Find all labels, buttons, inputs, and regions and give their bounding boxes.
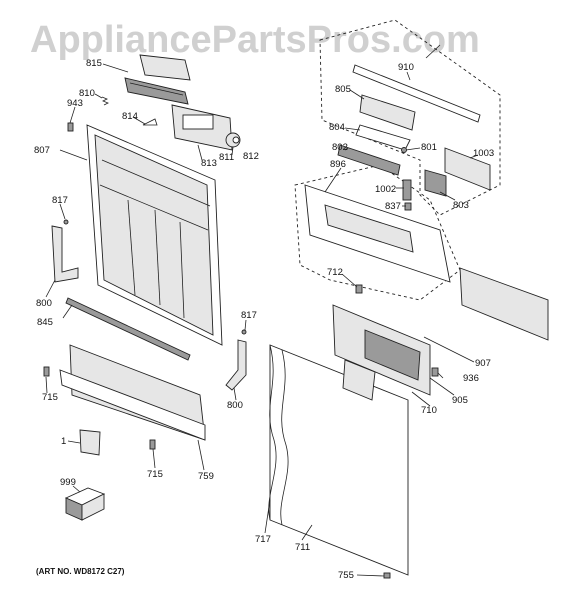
callout-1: 1 — [61, 436, 66, 447]
box-999 — [64, 487, 106, 521]
callout-labels: 815 810 943 814 807 813 811 812 817 800 … — [34, 58, 494, 581]
watermark-text: AppliancePartsPros.com — [30, 19, 480, 61]
screw-715-left — [43, 366, 50, 377]
interface-710 — [332, 304, 431, 396]
callout-802: 802 — [332, 142, 348, 153]
callout-907: 907 — [475, 358, 491, 369]
callout-715-left: 715 — [42, 392, 58, 403]
callout-845: 845 — [37, 317, 53, 328]
callout-999: 999 — [60, 477, 76, 488]
callout-812: 812 — [243, 151, 259, 162]
screw-837 — [404, 202, 412, 211]
callout-711: 711 — [295, 542, 310, 553]
hinge-800-left — [51, 225, 79, 283]
leader-lines — [45, 44, 479, 541]
callout-817-right: 817 — [241, 310, 257, 321]
callout-815: 815 — [86, 58, 102, 69]
screw-712 — [355, 284, 363, 294]
spring-810 — [101, 96, 109, 106]
callout-755: 755 — [338, 570, 354, 581]
part-1002 — [402, 179, 412, 201]
gasket-845 — [65, 297, 191, 361]
clip-814 — [142, 118, 158, 126]
knob-812 — [232, 136, 240, 144]
bracket-804 — [355, 124, 411, 151]
hinge-800-right — [225, 339, 247, 391]
callout-896: 896 — [330, 159, 346, 170]
callout-905: 905 — [452, 395, 468, 406]
board-1003 — [444, 147, 491, 191]
callout-807: 807 — [34, 145, 50, 156]
callout-811: 811 — [219, 152, 234, 163]
bracket-805 — [359, 94, 416, 131]
callout-1003: 1003 — [473, 148, 494, 159]
screw-817-left — [63, 219, 69, 225]
callout-817-left: 817 — [52, 195, 68, 206]
part-905 — [342, 359, 376, 401]
side-bracket — [459, 267, 549, 341]
screw-755 — [383, 572, 391, 579]
inner-door-liner — [86, 124, 223, 346]
screw-817-right — [241, 329, 247, 335]
callout-837: 837 — [385, 201, 401, 212]
dispenser-cover-815 — [124, 54, 191, 105]
callout-910: 910 — [398, 62, 414, 73]
screw-943 — [67, 122, 74, 132]
manual-1 — [79, 429, 101, 456]
callout-710: 710 — [421, 405, 437, 416]
screw-801 — [401, 147, 407, 153]
art-number: (ART NO. WD8172 C27) — [36, 567, 125, 576]
callout-813: 813 — [201, 158, 217, 169]
callout-805: 805 — [335, 84, 351, 95]
callout-804: 804 — [329, 122, 345, 133]
console-896 — [304, 184, 451, 283]
callout-800-left: 800 — [36, 298, 52, 309]
screw-715-center — [149, 439, 156, 450]
callout-715-center: 715 — [147, 469, 163, 480]
bottom-trim-759 — [59, 344, 206, 441]
callout-803: 803 — [453, 200, 469, 211]
bracket-910 — [352, 64, 481, 123]
callout-801: 801 — [421, 142, 437, 153]
dispenser-813 — [171, 104, 233, 151]
callout-936: 936 — [463, 373, 479, 384]
control-panel-group-outline — [319, 19, 501, 216]
switch-803 — [424, 169, 447, 197]
control-board-802 — [337, 144, 401, 176]
callout-1002: 1002 — [375, 184, 396, 195]
callout-814: 814 — [122, 111, 138, 122]
outer-door-panel-711 — [268, 344, 409, 576]
callout-759: 759 — [198, 471, 214, 482]
callout-800-right: 800 — [227, 400, 243, 411]
callout-717: 717 — [255, 534, 271, 545]
screw-936 — [431, 367, 439, 377]
callout-943: 943 — [67, 98, 83, 109]
callout-712: 712 — [327, 267, 343, 278]
callout-810: 810 — [79, 88, 95, 99]
